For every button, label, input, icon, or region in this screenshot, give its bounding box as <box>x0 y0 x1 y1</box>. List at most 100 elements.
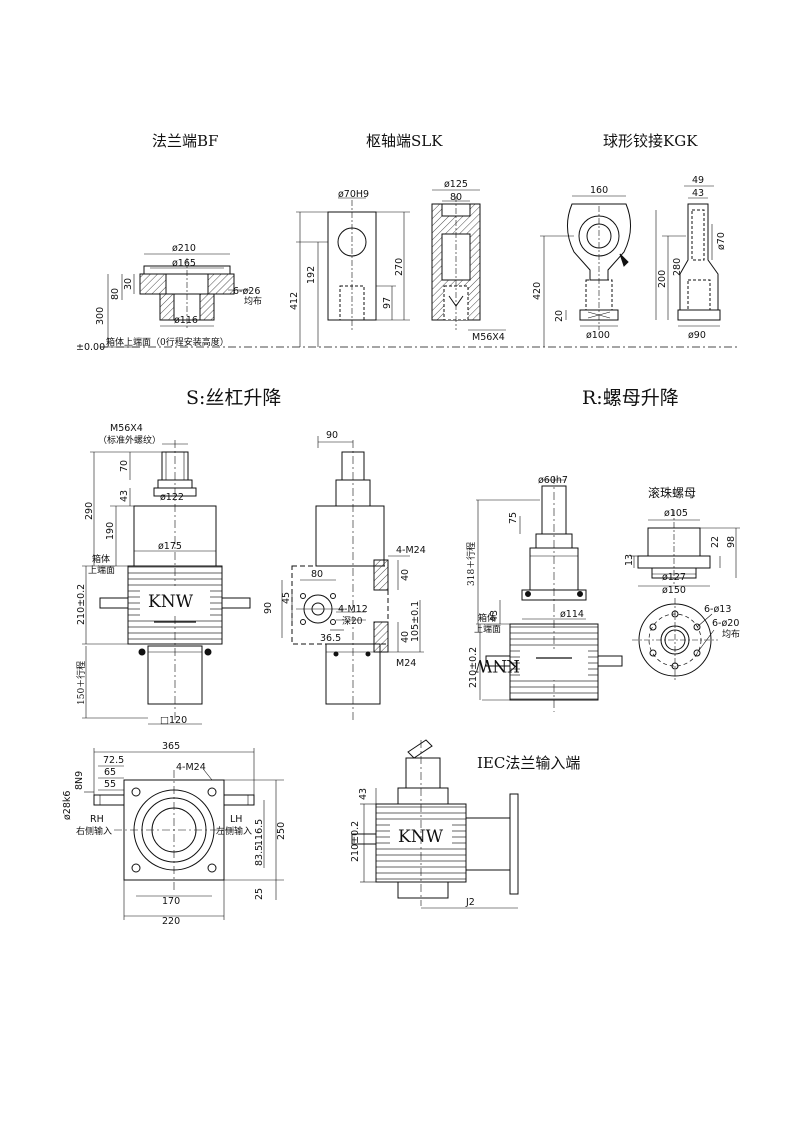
ball-nut-flange-view <box>632 598 718 682</box>
title-kgk: 球形铰接KGK <box>603 132 698 150</box>
bf-holes: 6-ø26 <box>233 286 260 297</box>
datum-note: 箱体上端面（0行程安装高度） <box>106 336 229 348</box>
r-holes1: 6-ø13 <box>704 604 731 615</box>
s-h150: 150＋行程 <box>75 661 87 705</box>
r-h43: 43 <box>489 610 500 622</box>
plan-8n9: 8N9 <box>74 771 85 790</box>
slk-h270: 270 <box>394 258 405 276</box>
slk-h412: 412 <box>289 292 300 310</box>
s-screw-lift-front-view <box>82 440 251 725</box>
s-m56-note: （标准外螺纹） <box>98 434 161 446</box>
s-40b: 40 <box>400 631 411 643</box>
s-h190: 190 <box>105 522 116 540</box>
pivot-slk-side-drawing <box>431 189 506 331</box>
s-side-45: 45 <box>281 592 292 604</box>
r-h75: 75 <box>508 512 519 524</box>
plan-w220: 220 <box>162 916 180 927</box>
bf-d210: ø210 <box>172 243 196 254</box>
s-deep20: 深20 <box>342 616 363 627</box>
r-knw-logo: KNW <box>474 655 520 675</box>
plan-55: 55 <box>104 779 116 790</box>
plan-d28k6: ø28k6 <box>62 791 73 820</box>
kgk-h420: 420 <box>532 282 543 300</box>
s-h290: 290 <box>84 502 95 520</box>
s-m56: M56X4 <box>110 423 143 434</box>
flange-bf-drawing <box>100 253 250 348</box>
kgk-d90: ø90 <box>688 330 706 341</box>
datum-label: ±0.00 <box>76 342 105 353</box>
kgk-h20: 20 <box>554 310 565 322</box>
r-d114: ø114 <box>560 609 584 620</box>
s-h43: 43 <box>119 490 130 502</box>
iec-knw-logo: KNW <box>398 827 444 847</box>
plan-250: 250 <box>276 822 287 840</box>
kgk-w43: 43 <box>692 188 704 199</box>
r-nut-lift-front-view <box>476 476 623 712</box>
kgk-h200: 200 <box>657 270 668 288</box>
slk-h192: 192 <box>306 266 317 284</box>
r-d60: ø60h7 <box>538 475 568 486</box>
bf-h300: 300 <box>95 307 106 325</box>
title-iec-flange: IEC法兰输入端 <box>477 754 581 772</box>
kgk-d100: ø100 <box>586 330 610 341</box>
plan-65: 65 <box>104 767 116 778</box>
s-screw-lift-side-view <box>281 436 424 720</box>
plan-rh: RH <box>90 814 104 825</box>
plan-lh: LH <box>230 814 242 825</box>
bf-h80: 80 <box>110 288 121 300</box>
s-box-top-1: 箱体 <box>92 553 110 565</box>
slk-w80: 80 <box>450 192 462 203</box>
kgk-w49: 49 <box>692 175 704 186</box>
iec-flange-drawing <box>351 739 519 909</box>
bf-d165: ø165 <box>172 258 196 269</box>
r-d105: ø105 <box>664 508 688 519</box>
plan-m24: 4-M24 <box>176 762 206 773</box>
plan-w365: 365 <box>162 741 180 752</box>
bf-holes-note: 均布 <box>244 295 262 307</box>
r-holes2: 6-ø20 <box>712 618 739 629</box>
kgk-rod-end-front-drawing <box>540 195 631 347</box>
bf-h30: 30 <box>123 278 134 290</box>
r-box-top-1: 箱体 <box>478 612 496 624</box>
r-h318: 318＋行程 <box>465 542 477 586</box>
title-slk: 枢轴端SLK <box>366 132 443 150</box>
iec-h43: 43 <box>358 788 369 800</box>
bf-d116: ø116 <box>174 315 198 326</box>
s-h210: 210±0.2 <box>76 584 87 625</box>
kgk-rod-end-side-drawing <box>655 185 721 327</box>
slk-h97: 97 <box>382 297 393 309</box>
s-box-top-2: 上端面 <box>88 564 115 576</box>
s-d175: ø175 <box>158 541 182 552</box>
r-d150: ø150 <box>662 585 686 596</box>
s-side-90v: 90 <box>263 602 274 614</box>
dimension-labels: ±0.00 箱体上端面（0行程安装高度） ø210 ø165 ø116 80 3… <box>62 175 740 927</box>
plan-25: 25 <box>254 888 265 900</box>
iec-h210: 210±0.2 <box>350 821 361 862</box>
s-m24b: M24 <box>396 658 416 669</box>
slk-d125: ø125 <box>444 179 468 190</box>
r-holes-note: 均布 <box>722 628 740 640</box>
s-105: 105±0.1 <box>410 601 421 642</box>
r-h22: 22 <box>710 536 721 548</box>
title-bf: 法兰端BF <box>152 132 219 150</box>
s-m24a: 4-M24 <box>396 545 426 556</box>
title-r-nut-lift: R:螺母升降 <box>582 387 679 409</box>
s-knw-logo: KNW <box>148 592 194 612</box>
r-h210: 210±0.2 <box>468 647 479 688</box>
r-d127: ø127 <box>662 572 686 583</box>
s-h70: 70 <box>119 460 130 472</box>
kgk-w160: 160 <box>590 185 608 196</box>
plan-lh-note: 左侧输入 <box>216 825 252 837</box>
slk-d70h9: ø70H9 <box>338 189 369 200</box>
ball-nut-side-view <box>630 510 740 587</box>
s-sq120: □120 <box>160 715 187 726</box>
plan-view-drawing <box>84 748 284 920</box>
r-box-top-2: 上端面 <box>474 623 501 635</box>
s-side-80: 80 <box>311 569 323 580</box>
pivot-slk-front-drawing <box>296 197 410 347</box>
kgk-h280: 280 <box>672 258 683 276</box>
s-36-5: 36.5 <box>320 633 341 644</box>
r-h98: 98 <box>726 536 737 548</box>
plan-83-5: 83.5 <box>254 845 265 866</box>
